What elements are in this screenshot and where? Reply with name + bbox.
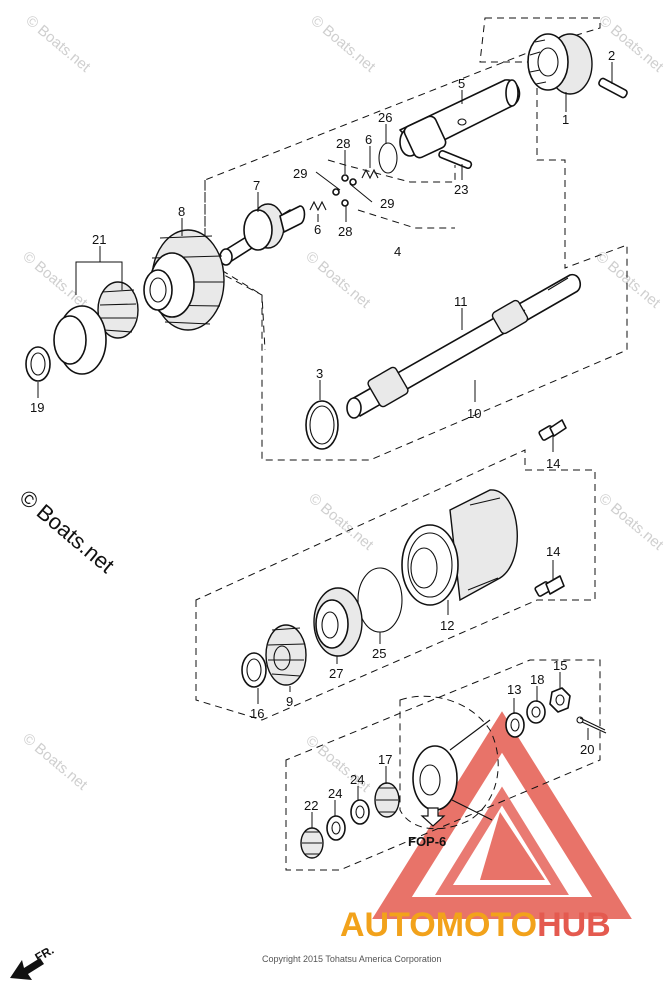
- part-20-cotter-pin: [576, 716, 607, 734]
- callout-6-upper: 6: [365, 132, 372, 147]
- leader-lines: [37, 62, 613, 828]
- watermark: © Boats.net: [22, 12, 94, 76]
- callout-labels: 1 2 3 4 5 6 6 7 8 9 10 11 12 13 14 14 15…: [30, 48, 615, 813]
- watermark: © Boats.net: [302, 248, 374, 312]
- callout-3: 3: [316, 366, 323, 381]
- callout-17: 17: [378, 752, 392, 767]
- part-12-bearing-housing: [401, 489, 518, 606]
- watermark: © Boats.net: [19, 730, 91, 794]
- part-9-reverse-gear: [265, 624, 307, 686]
- part-17-bushing: [374, 782, 400, 818]
- part-1-clutch: [527, 33, 593, 95]
- callout-5: 5: [458, 76, 465, 91]
- callout-10: 10: [467, 406, 481, 421]
- callout-20: 20: [580, 742, 594, 757]
- part-27-ball-bearing: [313, 587, 363, 657]
- callout-23: 23: [454, 182, 468, 197]
- part-24-washer-lower: [326, 815, 346, 841]
- part-8-bevel-gear: [143, 229, 225, 331]
- brand-text-automoto: AUTOMOTOHUB: [340, 906, 611, 944]
- balls-28-29: [332, 174, 357, 207]
- callout-28-upper: 28: [336, 136, 350, 151]
- part-6-spring-upper: [361, 168, 379, 180]
- part-11-propeller-shaft: [346, 273, 582, 419]
- part-23-pin: [438, 150, 473, 170]
- callout-9: 9: [286, 694, 293, 709]
- callout-21: 21: [92, 232, 106, 247]
- part-13-spacer: [505, 712, 525, 738]
- part-7-slider: [219, 203, 306, 266]
- part-3-ring: [305, 400, 339, 450]
- copyright-text: Copyright 2015 Tohatsu America Corporati…: [262, 954, 441, 964]
- part-6-spring-lower: [309, 200, 327, 212]
- callout-6-lower: 6: [314, 222, 321, 237]
- watermark: © Boats.net: [305, 490, 377, 554]
- callout-15: 15: [553, 658, 567, 673]
- part-21-bearing: [53, 281, 139, 375]
- callout-22: 22: [304, 798, 318, 813]
- part-22-roller-bearing: [300, 827, 324, 859]
- part-2-pin: [598, 77, 628, 99]
- callout-29-lower: 29: [380, 196, 394, 211]
- callout-1: 1: [562, 112, 569, 127]
- watermark: © Boats.net: [595, 490, 667, 554]
- callout-13: 13: [507, 682, 521, 697]
- part-5-shift-plunger: [399, 79, 521, 159]
- watermark-large: © Boats.net: [15, 485, 119, 578]
- watermark: © Boats.net: [592, 248, 664, 312]
- callout-24-upper: 24: [350, 772, 364, 787]
- part-26-clip: [378, 142, 398, 174]
- callout-7: 7: [253, 178, 260, 193]
- callout-8: 8: [178, 204, 185, 219]
- callout-27: 27: [329, 666, 343, 681]
- callout-16: 16: [250, 706, 264, 721]
- callout-25: 25: [372, 646, 386, 661]
- part-16-shim: [241, 652, 267, 688]
- part-25-o-ring: [357, 567, 403, 633]
- automotohub-logo: AUTOMOTOHUB: [340, 711, 632, 944]
- part-14-bolt-upper: [538, 419, 567, 441]
- callout-14-upper: 14: [546, 456, 560, 471]
- callout-14-lower: 14: [546, 544, 560, 559]
- callout-2: 2: [608, 48, 615, 63]
- callout-19: 19: [30, 400, 44, 415]
- watermark: © Boats.net: [307, 12, 379, 76]
- front-direction-arrow: FR.: [10, 943, 56, 980]
- part-14-bolt-lower: [534, 575, 565, 597]
- part-18-washer: [526, 700, 546, 724]
- callout-11: 11: [454, 294, 468, 309]
- callout-18: 18: [530, 672, 544, 687]
- callout-24-lower: 24: [328, 786, 342, 801]
- watermark: © Boats.net: [19, 248, 91, 312]
- callout-26: 26: [378, 110, 392, 125]
- callout-28-lower: 28: [338, 224, 352, 239]
- callout-12: 12: [440, 618, 454, 633]
- callout-4: 4: [394, 244, 401, 259]
- watermark: © Boats.net: [595, 12, 667, 76]
- part-19-shim: [25, 346, 51, 382]
- assembly-outlines: [195, 17, 628, 871]
- part-24-washer-upper: [350, 799, 370, 825]
- callout-29-upper: 29: [293, 166, 307, 181]
- reference-label: FOP-6: [408, 834, 446, 849]
- part-15-nut: [549, 687, 571, 713]
- propeller-outline: [399, 695, 499, 830]
